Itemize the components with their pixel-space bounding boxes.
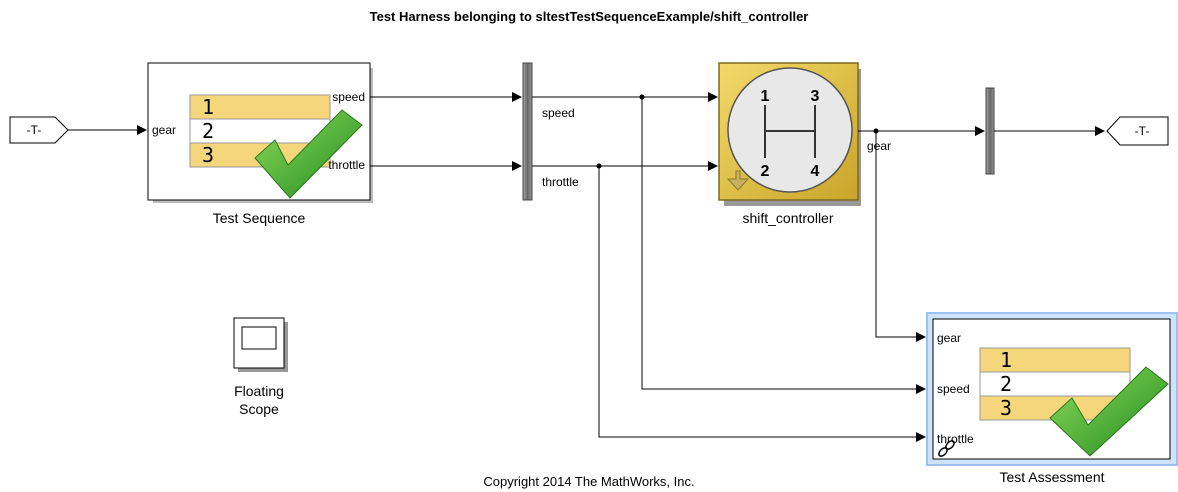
test-sequence-port-speed: speed (332, 90, 365, 104)
test-sequence-port-gear: gear (152, 123, 176, 137)
sequence-row-1: 1 (202, 95, 214, 119)
floating-scope-label-line1: Floating (234, 383, 284, 399)
assessment-port-gear: gear (937, 331, 961, 345)
shift-controller-block[interactable]: 1 3 2 4 (718, 62, 861, 206)
bus-creator-block[interactable] (522, 62, 533, 201)
test-assessment-block[interactable]: 1 2 3 gear speed throttle (926, 312, 1178, 466)
goto-tag-label: -T- (1135, 124, 1150, 138)
signal-line[interactable] (641, 97, 926, 394)
test-sequence-port-throttle: throttle (328, 158, 365, 172)
checkmark-icon (1049, 366, 1169, 457)
gear-label-3: 3 (811, 88, 820, 105)
signal-line[interactable] (875, 131, 926, 342)
shift-controller-name: shift_controller (742, 210, 833, 226)
gear-label-1: 1 (761, 88, 770, 105)
down-arrow-icon (726, 170, 750, 191)
copyright-text: Copyright 2014 The MathWorks, Inc. (483, 474, 695, 489)
test-assessment-name: Test Assessment (999, 469, 1104, 485)
assessment-port-speed: speed (937, 382, 970, 396)
diagram-title: Test Harness belonging to sltestTestSequ… (369, 9, 809, 24)
signal-line[interactable] (598, 166, 926, 442)
assessment-port-throttle: throttle (937, 432, 974, 446)
bus-selector-block[interactable] (985, 87, 995, 175)
from-tag-label: -T- (27, 123, 42, 137)
test-sequence-name: Test Sequence (213, 210, 306, 226)
gear-label-4: 4 (811, 163, 820, 180)
assessment-row-2: 2 (1000, 372, 1012, 396)
goto-block[interactable]: -T- (1106, 116, 1169, 146)
bus-signal-throttle: throttle (542, 175, 579, 189)
bus-signal-speed: speed (542, 106, 575, 120)
floating-scope-label-line2: Scope (239, 401, 279, 417)
floating-scope-block[interactable] (233, 317, 288, 372)
gear-label-2: 2 (761, 163, 770, 180)
test-sequence-block[interactable]: 1 2 3 gear speed throttle (147, 62, 373, 203)
sequence-row-2: 2 (202, 119, 214, 143)
link-icon (938, 440, 955, 457)
assessment-row-1: 1 (1000, 348, 1012, 372)
assessment-row-3: 3 (1000, 396, 1012, 420)
from-block[interactable]: -T- (9, 116, 69, 144)
controller-out-port-gear: gear (867, 139, 891, 153)
sequence-row-3: 3 (202, 143, 214, 167)
checkmark-icon (254, 109, 363, 199)
